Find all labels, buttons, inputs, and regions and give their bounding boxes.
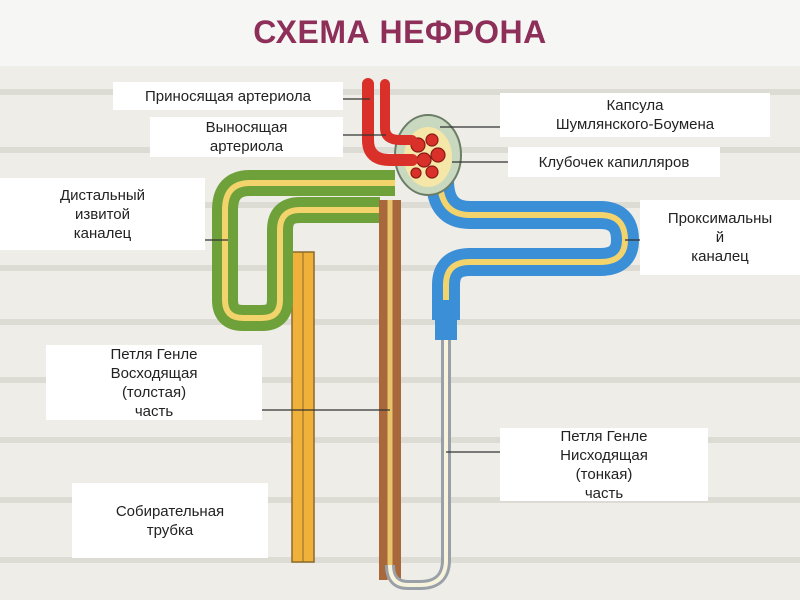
label-loop-ascending: Петля Генле Восходящая (толстая) часть [46,345,262,420]
afferent-arteriole [362,78,418,166]
efferent-arteriole [380,79,417,145]
label-proximal-tubule: Проксимальны й каналец [640,200,800,275]
loop-descending-thin-limb [385,300,451,590]
distal-tubule [212,170,395,331]
proximal-tubule [426,179,639,340]
title-bar [0,0,800,66]
label-distal-tubule: Дистальный извитой каналец [0,178,205,250]
page-title: СХЕМА НЕФРОНА [253,14,547,50]
label-glomerulus: Клубочек капилляров [508,147,720,177]
glomerulus [410,133,446,179]
label-efferent-arteriole: Выносящая артериола [150,117,343,157]
label-loop-descending: Петля Генле Нисходящая (тонкая) часть [500,428,708,502]
label-collecting-duct: Собирательная трубка [72,483,268,558]
label-capsule: Капсула Шумлянского-Боумена [500,93,770,137]
leader-lines [205,98,640,453]
label-afferent-arteriole: Приносящая артериола [113,82,343,110]
collecting-duct [291,251,315,563]
